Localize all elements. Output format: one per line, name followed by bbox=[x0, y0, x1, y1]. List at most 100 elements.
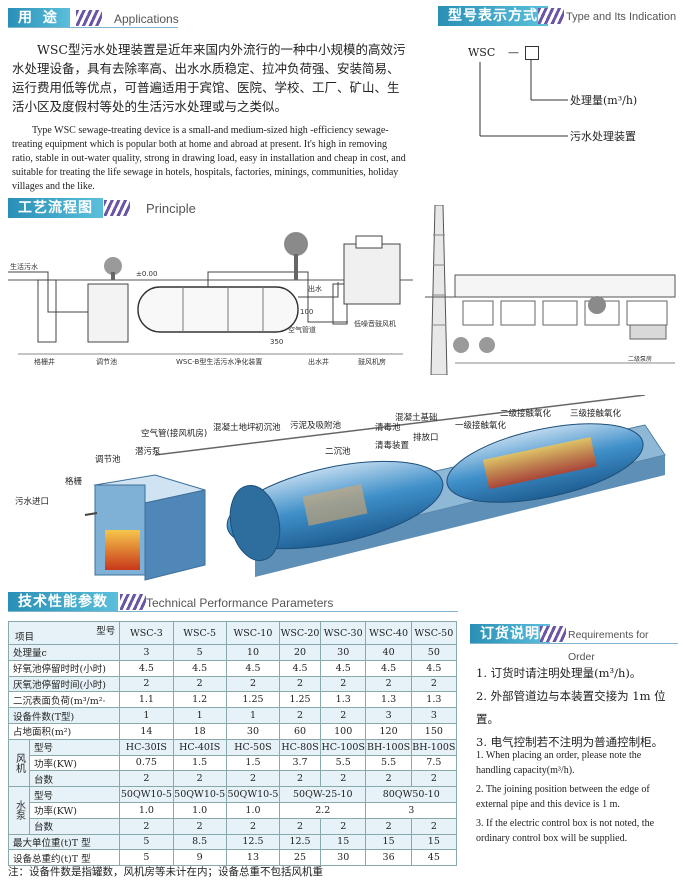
pump-group-label: 水泵 bbox=[8, 786, 30, 835]
table-cell: 1.3 bbox=[365, 691, 412, 709]
order-header: 订货说明 Requirements for Order bbox=[470, 624, 678, 663]
table-cell: 2 bbox=[172, 675, 227, 693]
table-cell: 3 bbox=[119, 644, 174, 661]
label-grille: 格栅 bbox=[65, 477, 83, 487]
table-cell: 2 bbox=[365, 817, 412, 835]
header-line bbox=[470, 643, 678, 644]
header-stripes bbox=[538, 8, 564, 24]
type-label-device: 污水处理装置 bbox=[570, 130, 636, 143]
row-label: 台数 bbox=[28, 770, 121, 788]
table-cell: HC-40IS bbox=[172, 738, 227, 756]
table-cell: 50QW-25-10 bbox=[279, 786, 367, 803]
table-cell: 18 bbox=[172, 722, 227, 740]
table-cell: 2 bbox=[365, 675, 412, 693]
label-adjust-pool: 调节池 bbox=[95, 455, 121, 465]
label-air-pipe-room: 空气管(接风机房) bbox=[141, 429, 208, 439]
table-cell: BH-100S bbox=[365, 738, 412, 756]
table-cell: 1 bbox=[225, 707, 281, 724]
table-cell: BH-100S bbox=[410, 738, 458, 756]
model-col: WSC-40 bbox=[365, 621, 412, 645]
table-cell: 5 bbox=[119, 849, 174, 867]
row-label: 二沉表面负荷(m³/m²· bbox=[7, 691, 121, 709]
label-grille: 格栅井 bbox=[34, 358, 55, 366]
label-contact1: 一级接触氧化 bbox=[455, 421, 507, 431]
table-cell: HC-50S bbox=[225, 738, 281, 756]
table-cell: 5 bbox=[119, 833, 174, 851]
table-cell: 5.5 bbox=[365, 754, 412, 772]
type-box bbox=[525, 46, 539, 60]
tech-title-en: Technical Performance Parameters bbox=[146, 596, 334, 610]
model-col: WSC-50 bbox=[410, 621, 458, 645]
table-cell: 50QW10-5 bbox=[119, 786, 174, 803]
table-header-row: 型号 项目 WSC-3 WSC-5 WSC-10 WSC-20 WSC-30 W… bbox=[7, 621, 458, 645]
table-cell: 4.5 bbox=[119, 659, 174, 677]
table-cell: 2 bbox=[225, 817, 281, 835]
table-cell: 2 bbox=[410, 817, 458, 835]
header-stripes bbox=[120, 594, 146, 610]
row-label: 型号 bbox=[28, 786, 121, 803]
table-cell: 4.5 bbox=[172, 659, 227, 677]
table-cell: 1.3 bbox=[410, 691, 458, 709]
principle-flow-diagram bbox=[8, 232, 413, 355]
table-cell: 3 bbox=[365, 707, 412, 724]
label-sump-pump: 潜污泵 bbox=[135, 447, 161, 457]
label-inlet: 污水进口 bbox=[15, 497, 50, 507]
tech-title-cn: 技术性能参数 bbox=[8, 592, 118, 612]
applications-text-en: Type WSC sewage-treating device is a sma… bbox=[12, 125, 406, 192]
table-cell: 12.5 bbox=[225, 833, 281, 851]
table-note: 注：设备件数是指罐数，风机房等未计在内；设备总重不包括风机重 bbox=[8, 866, 323, 878]
type-label-capacity: 处理量(m³/h) bbox=[570, 94, 638, 107]
principle-building-diagram bbox=[425, 205, 676, 375]
table-cell: 1.2 bbox=[172, 691, 227, 709]
table-cell: 100 bbox=[319, 722, 367, 740]
label-primary: 初沉池 bbox=[255, 423, 281, 433]
table-cell: 20 bbox=[279, 644, 321, 661]
table-cell: 9 bbox=[172, 849, 227, 867]
table-cell: 36 bbox=[365, 849, 412, 867]
table-cell: 3 bbox=[410, 707, 458, 724]
label-concrete: 混凝土地坪 bbox=[213, 423, 256, 433]
row-label: 型号 bbox=[28, 738, 121, 756]
table-cell: 10 bbox=[225, 644, 281, 661]
label-foundation: 混凝土基础 bbox=[395, 413, 438, 423]
header-item-label: 项目 bbox=[15, 632, 35, 643]
table-cell: 2 bbox=[319, 817, 367, 835]
table-cell: 45 bbox=[410, 849, 458, 867]
table-cell: 40 bbox=[365, 644, 412, 661]
table-cell: 2 bbox=[410, 675, 458, 693]
table-cell: 2.2 bbox=[279, 801, 367, 819]
order-cn-item: 2. 外部管道边与本装置交接为 1m 位置。 bbox=[476, 689, 666, 726]
table-cell: 0.75 bbox=[119, 754, 174, 772]
cutaway-labels: 空气管(接风机房) 混凝土地坪 初沉池 污泥及吸附池 潜污泵 调节池 格栅 污水… bbox=[15, 395, 677, 585]
table-cell: 2 bbox=[172, 770, 227, 788]
label-adjust: 调节池 bbox=[96, 358, 117, 366]
row-label: 好氧池停留时时(小时) bbox=[7, 659, 121, 677]
table-cell: 3 bbox=[365, 801, 457, 819]
spec-table: 型号 项目 WSC-3 WSC-5 WSC-10 WSC-20 WSC-30 W… bbox=[7, 621, 458, 867]
applications-title-en: Applications bbox=[114, 12, 179, 26]
label-disinfect-pool: 清毒池 bbox=[375, 423, 401, 433]
model-col: WSC-5 bbox=[172, 621, 227, 645]
label-depth: 350 bbox=[270, 338, 284, 346]
row-label: 占地面积(m²) bbox=[7, 722, 121, 740]
principle-title-cn: 工艺流程图 bbox=[8, 198, 103, 218]
header-model-label: 型号 bbox=[96, 626, 116, 637]
table-cell: 1.1 bbox=[119, 691, 174, 709]
type-diagram: WSC — 处理量(m³/h) 污水处理装置 bbox=[450, 34, 675, 164]
order-en-list: 1. When placing an order, please note th… bbox=[476, 748, 676, 846]
order-en-item: 3. If the electric control box is not no… bbox=[476, 818, 655, 844]
label-disinfect-device: 清毒装置 bbox=[375, 441, 410, 451]
header-cell: 型号 项目 bbox=[7, 621, 121, 645]
table-cell: 2 bbox=[119, 675, 174, 693]
table-cell: HC-100S bbox=[319, 738, 367, 756]
table-cell: 1.25 bbox=[279, 691, 321, 709]
label-air-pipe: 空气管道 bbox=[288, 326, 316, 334]
table-cell: 1 bbox=[172, 707, 227, 724]
